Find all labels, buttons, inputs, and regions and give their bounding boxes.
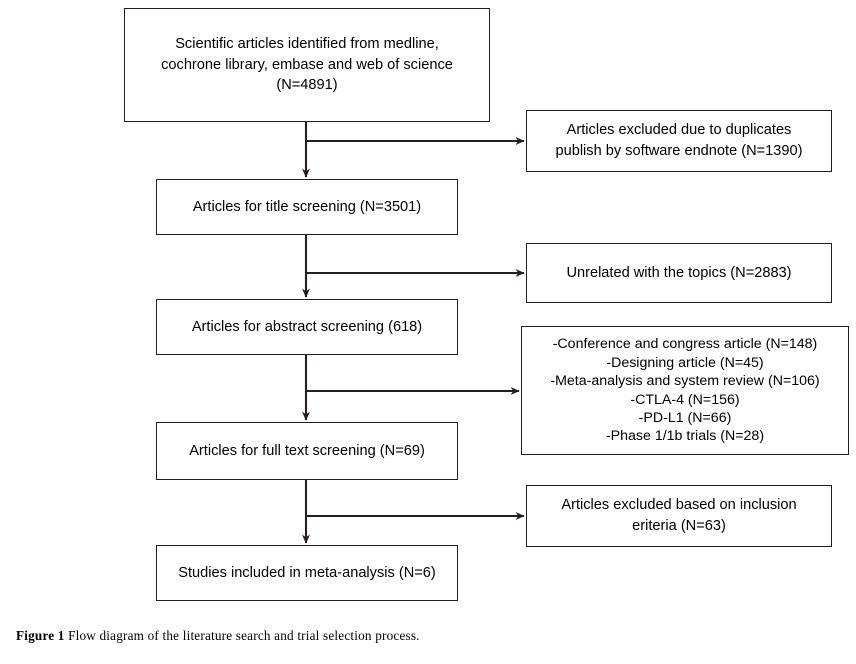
node-exclusion-reasons-list-text: -Conference and congress article (N=148)… bbox=[550, 336, 820, 445]
node-excluded-duplicates-text: Articles excluded due to duplicates publ… bbox=[555, 122, 803, 159]
node-articles-identified: Scientific articles identified from medl… bbox=[124, 8, 490, 122]
node-exclusion-reasons-list: -Conference and congress article (N=148)… bbox=[521, 326, 849, 455]
node-abstract-screening: Articles for abstract screening (618) bbox=[156, 299, 458, 355]
node-excluded-unrelated-text: Unrelated with the topics (N=2883) bbox=[566, 264, 792, 281]
node-title-screening-text: Articles for title screening (N=3501) bbox=[192, 198, 422, 215]
node-title-screening: Articles for title screening (N=3501) bbox=[156, 179, 458, 235]
node-studies-included: Studies included in meta-analysis (N=6) bbox=[156, 545, 458, 601]
node-abstract-screening-text: Articles for abstract screening (618) bbox=[191, 318, 423, 335]
node-articles-identified-text: Scientific articles identified from medl… bbox=[161, 35, 453, 94]
node-full-text-screening-text: Articles for full text screening (N=69) bbox=[189, 442, 425, 459]
node-excluded-unrelated: Unrelated with the topics (N=2883) bbox=[526, 243, 832, 303]
node-excluded-inclusion-criteria: Articles excluded based on inclusion eri… bbox=[526, 485, 832, 547]
figure-caption-label: Figure 1 bbox=[16, 628, 65, 643]
node-excluded-inclusion-criteria-text: Articles excluded based on inclusion eri… bbox=[561, 497, 797, 534]
node-studies-included-text: Studies included in meta-analysis (N=6) bbox=[178, 564, 436, 581]
figure-caption: Figure 1 Flow diagram of the literature … bbox=[16, 628, 836, 644]
node-excluded-duplicates: Articles excluded due to duplicates publ… bbox=[526, 110, 832, 172]
figure-caption-text: Flow diagram of the literature search an… bbox=[64, 628, 420, 643]
node-full-text-screening: Articles for full text screening (N=69) bbox=[156, 422, 458, 480]
